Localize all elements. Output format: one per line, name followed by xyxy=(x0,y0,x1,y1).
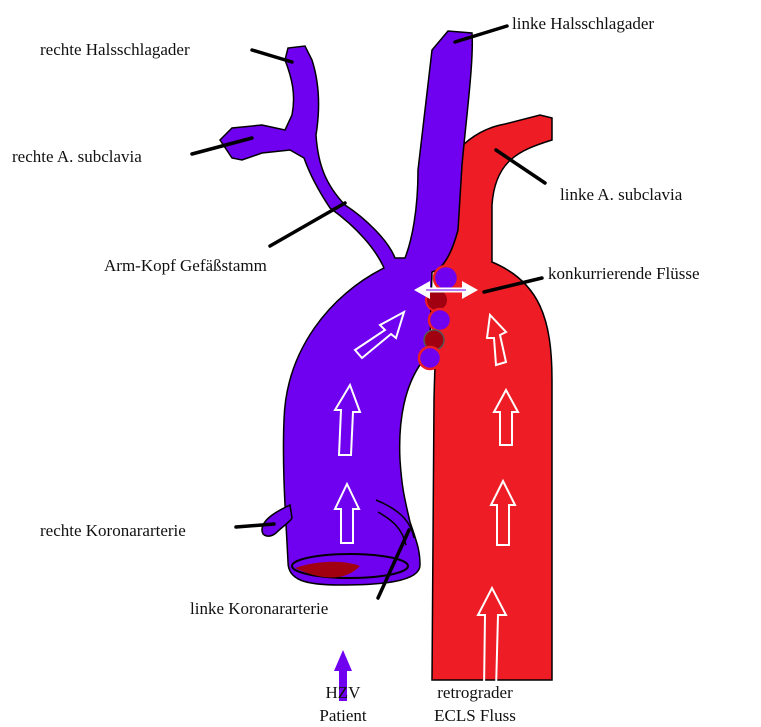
label-competing-flows: konkurrierende Flüsse xyxy=(548,264,700,283)
label-ecls-2: ECLS Fluss xyxy=(434,706,516,725)
label-left-subclavian: linke A. subclavia xyxy=(560,185,683,204)
label-brachiocephalic: Arm-Kopf Gefäßstamm xyxy=(104,256,267,275)
label-right-coronary: rechte Koronararterie xyxy=(40,521,186,540)
label-left-coronary: linke Koronararterie xyxy=(190,599,328,618)
label-cardiac-output-1: HZV xyxy=(326,683,362,702)
label-right-carotid: rechte Halsschlagader xyxy=(40,40,190,59)
mixing-bubble-1 xyxy=(434,266,458,290)
mixing-bubble-3 xyxy=(429,309,451,331)
mixing-bubble-5 xyxy=(419,347,441,369)
label-right-subclavian: rechte A. subclavia xyxy=(12,147,142,166)
label-cardiac-output-2: Patient xyxy=(319,706,366,725)
label-ecls-1: retrograder xyxy=(437,683,513,702)
label-left-carotid: linke Halsschlagader xyxy=(512,14,654,33)
pointer-brachiocephalic xyxy=(270,203,345,246)
